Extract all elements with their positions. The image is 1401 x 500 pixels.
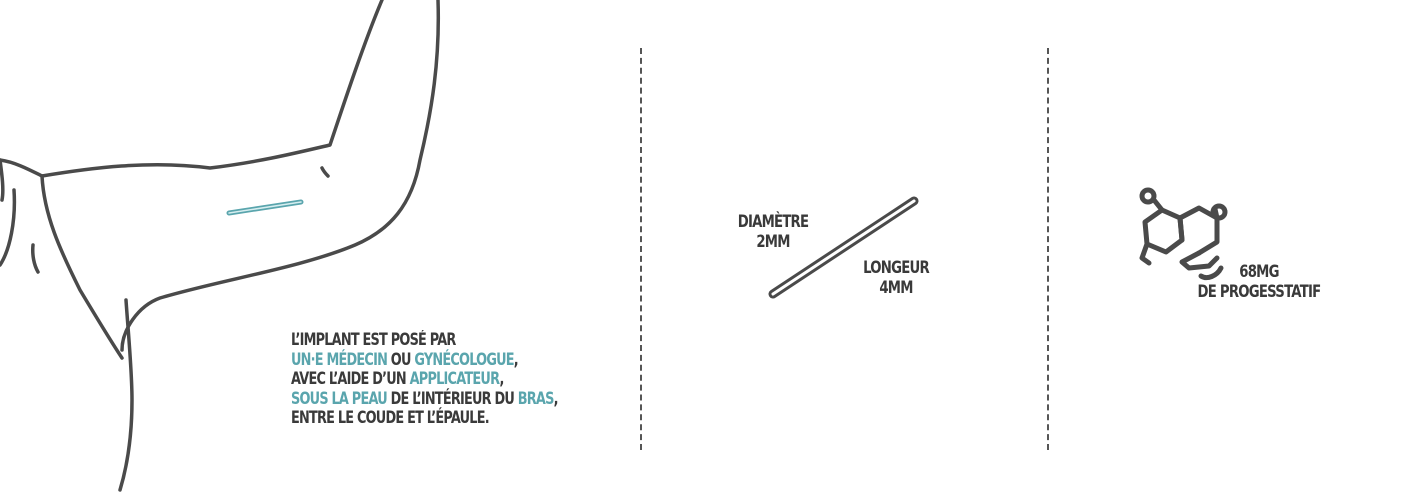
- caption-highlight-gynecologist: GYNÉCOLOGUE: [414, 349, 514, 369]
- caption-highlight-doctor: UN·E MÉDECIN: [291, 349, 388, 369]
- caption-highlight-under-skin: SOUS LA PEAU: [291, 388, 388, 408]
- caption-highlight-applicator: APPLICATEUR: [409, 369, 501, 388]
- caption-line-5: ENTRE LE COUDE ET L’ÉPAULE.: [291, 408, 490, 427]
- caption-text: AVEC L’AIDE D’UN: [291, 369, 410, 388]
- dimensions-panel: DIAMÈTRE 2MM LONGEUR 4MM: [642, 0, 1048, 500]
- dose-amount: 68MG: [1239, 262, 1279, 282]
- caption-highlight-arm: BRAS: [517, 388, 555, 408]
- length-value: 4MM: [879, 278, 913, 298]
- diameter-value: 2MM: [756, 232, 790, 252]
- dashed-divider: [1047, 48, 1049, 450]
- caption-text: ,: [553, 388, 559, 408]
- arm-panel: L’IMPLANT EST POSÉ PAR UN·E MÉDECIN OU G…: [0, 0, 640, 500]
- caption-text: OU: [387, 349, 415, 369]
- diameter-title: DIAMÈTRE: [737, 212, 809, 232]
- diameter-label: DIAMÈTRE 2MM: [730, 212, 816, 252]
- implant-rod-icon: [768, 196, 919, 299]
- caption-line-4: SOUS LA PEAU DE L’INTÉRIEUR DU BRAS,: [291, 388, 559, 409]
- caption-text: ,: [513, 349, 519, 369]
- dose-panel: 68MG DE PROGESSTATIF: [1049, 0, 1401, 500]
- length-label: LONGEUR 4MM: [857, 258, 935, 298]
- caption-text: ,: [499, 369, 504, 388]
- caption-line-1: L’IMPLANT EST POSÉ PAR: [291, 330, 456, 349]
- caption-text: DE L’INTÉRIEUR DU: [386, 388, 518, 408]
- molecule-icon: [1139, 187, 1228, 281]
- caption-line-3: AVEC L’AIDE D’UN APPLICATEUR,: [291, 369, 556, 389]
- length-title: LONGEUR: [863, 258, 930, 278]
- dose-substance: DE PROGESSTATIF: [1197, 282, 1322, 302]
- implant-placement-caption: L’IMPLANT EST POSÉ PAR UN·E MÉDECIN OU G…: [291, 330, 559, 428]
- dashed-divider: [640, 48, 642, 450]
- caption-line-2: UN·E MÉDECIN OU GYNÉCOLOGUE,: [291, 350, 556, 370]
- arm-illustration-icon: [0, 0, 441, 492]
- dose-label: 68MG DE PROGESSTATIF: [1189, 262, 1329, 302]
